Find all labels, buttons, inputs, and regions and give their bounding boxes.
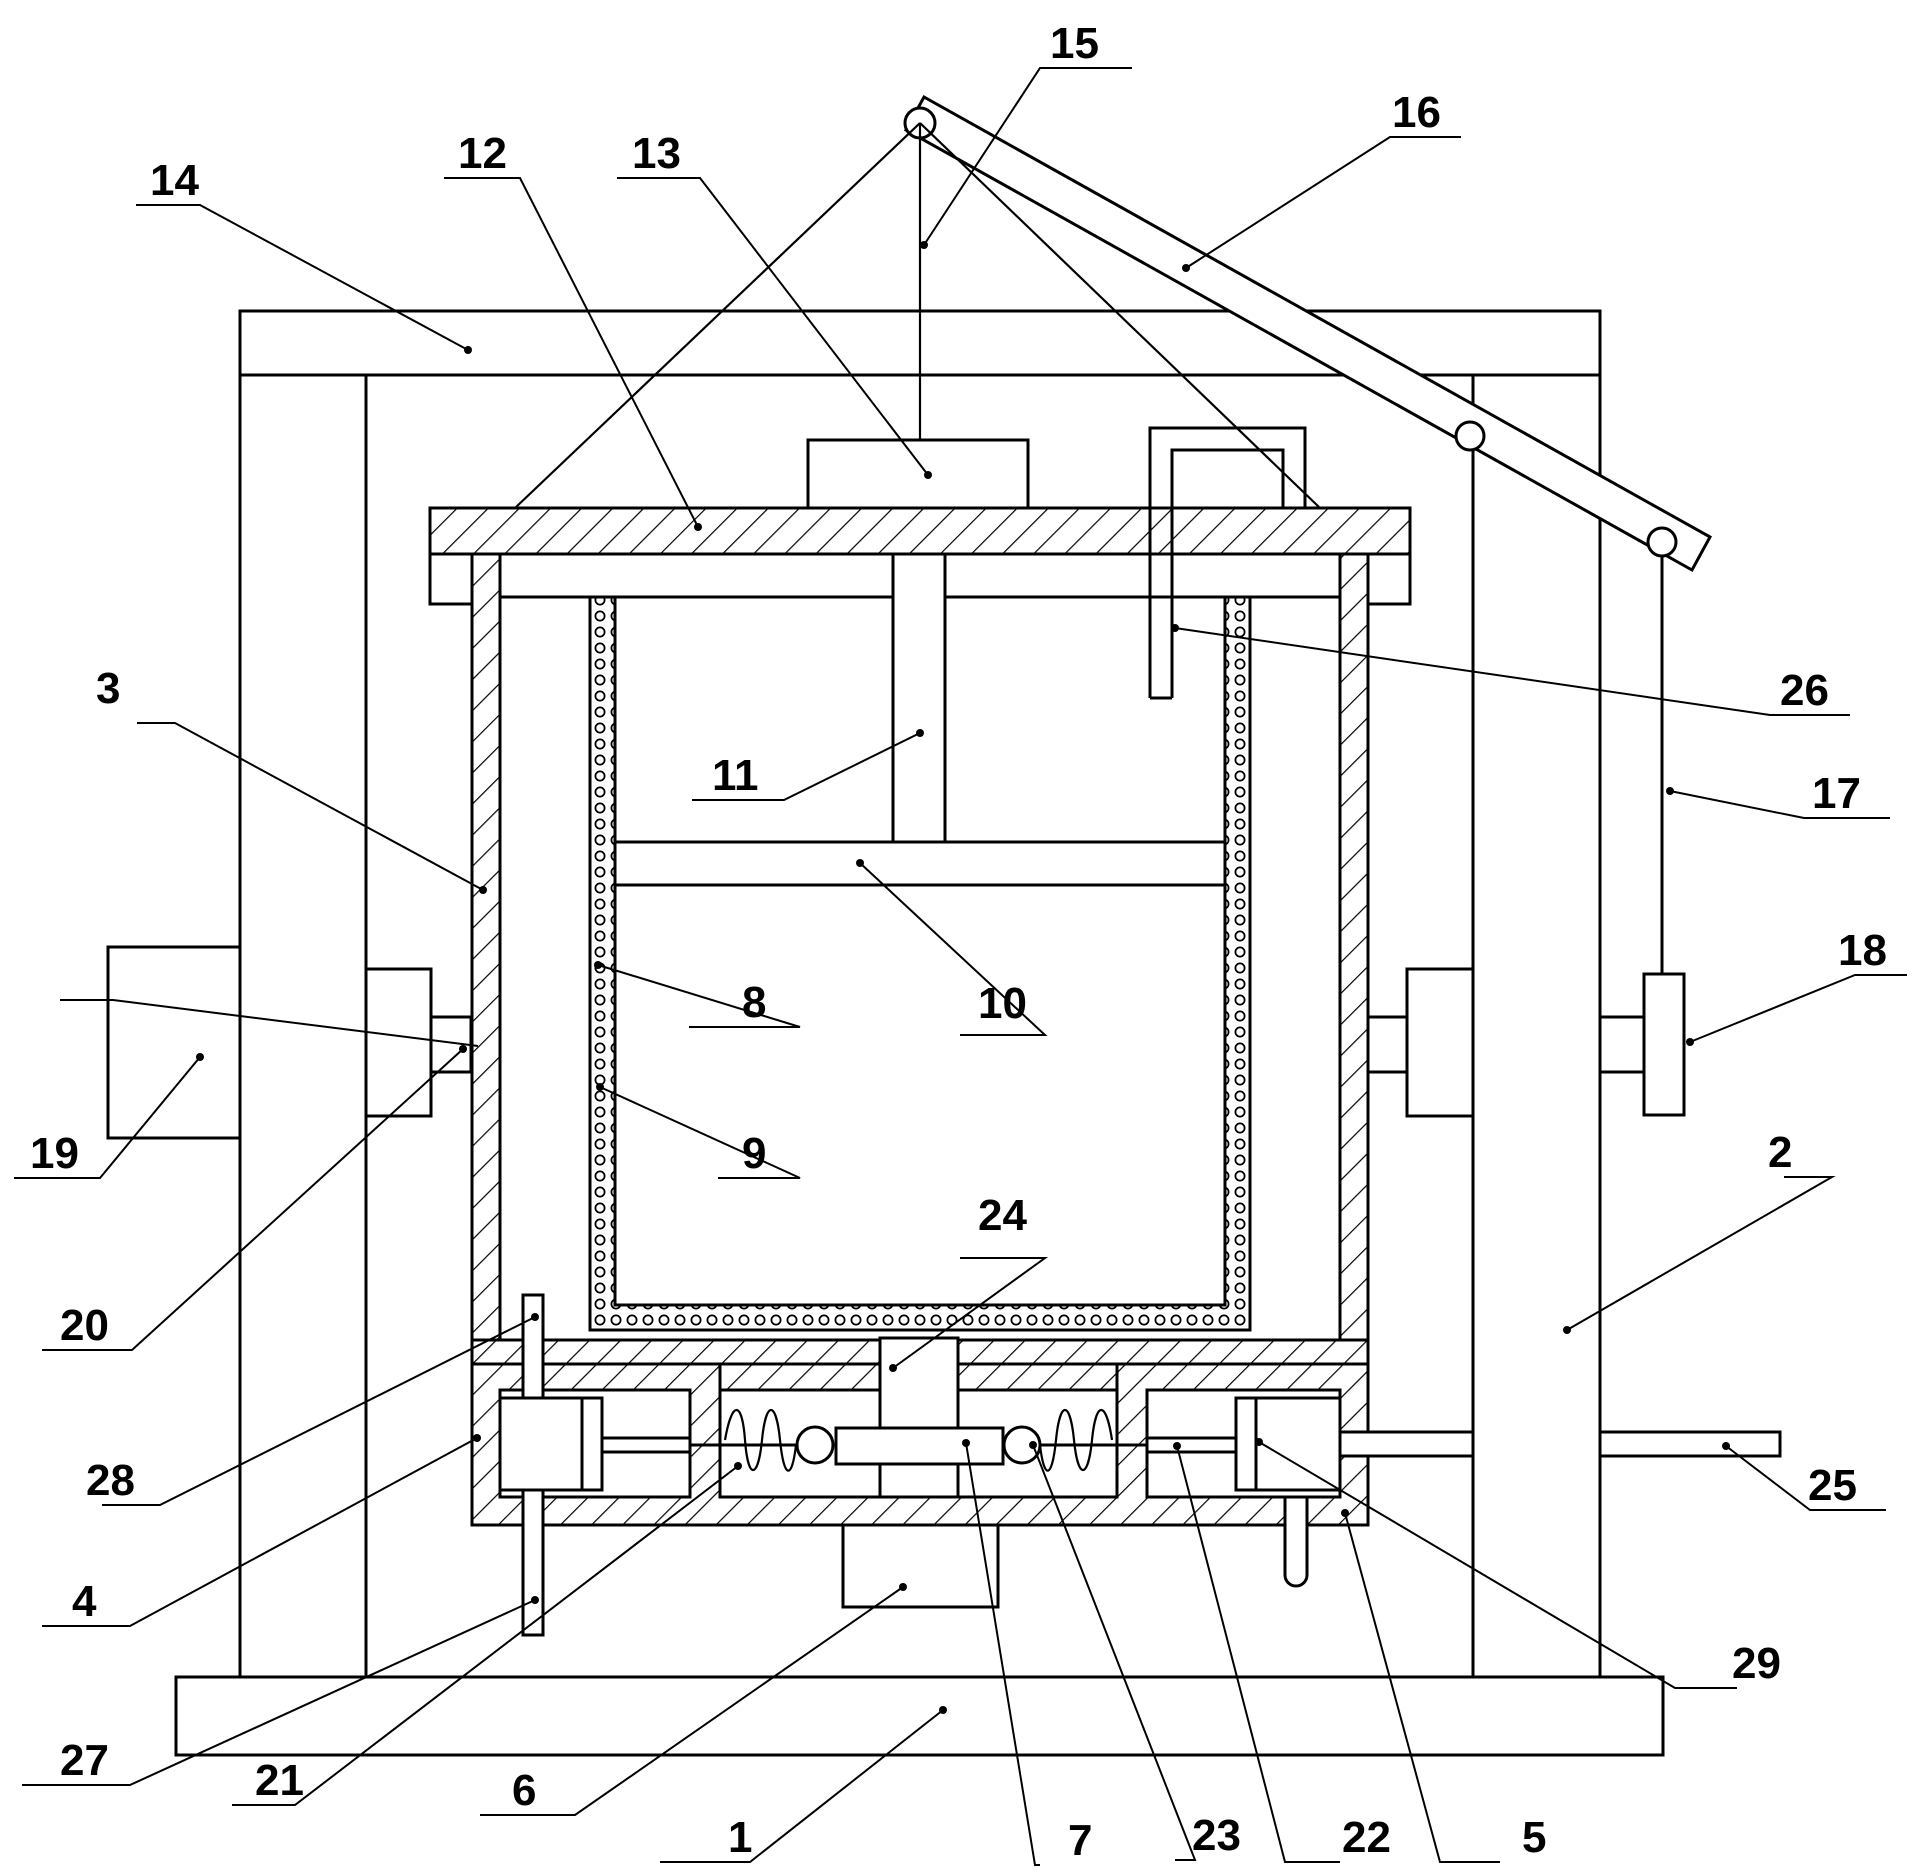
label-14: 14: [150, 156, 199, 205]
spring-left: [723, 1408, 798, 1472]
leader-lines: [14, 67, 1907, 1866]
label-10: 10: [978, 979, 1027, 1028]
reference-labels: 19 20 3 28 4 27 21 6 1 7 23 22 5 29 25 2…: [30, 19, 1887, 1865]
side-box-19: [106, 945, 242, 1140]
label-20: 20: [60, 1301, 109, 1350]
label-3: 3: [96, 664, 120, 713]
label-17: 17: [1812, 769, 1861, 818]
label-15: 15: [1050, 19, 1099, 68]
cam: [878, 1336, 960, 1430]
clamp-18: [1598, 972, 1686, 1117]
lever-arm: [903, 94, 1713, 573]
bottom-housing: [470, 1362, 1370, 1527]
ball-left: [795, 1425, 835, 1465]
pin-right: [1283, 1495, 1309, 1588]
left-slider: [498, 1396, 690, 1492]
motor: [806, 438, 1030, 510]
right-bracket: [1366, 967, 1475, 1118]
pipe: [1148, 426, 1307, 698]
spring-right: [1038, 1408, 1114, 1472]
label-24: 24: [978, 1191, 1027, 1240]
label-22: 22: [1342, 1813, 1391, 1862]
leader-dots: [196, 241, 1730, 1714]
label-23: 23: [1192, 1811, 1241, 1860]
label-21: 21: [255, 1756, 304, 1805]
label-1: 1: [728, 1813, 752, 1862]
right-slider: [1147, 1396, 1342, 1492]
label-5: 5: [1522, 1813, 1546, 1862]
label-13: 13: [632, 129, 681, 178]
label-8: 8: [742, 978, 766, 1027]
label-16: 16: [1392, 88, 1441, 137]
label-25: 25: [1808, 1461, 1857, 1510]
label-18: 18: [1838, 926, 1887, 975]
label-7: 7: [1068, 1816, 1092, 1865]
left-bracket: [364, 967, 473, 1118]
label-29: 29: [1732, 1639, 1781, 1688]
label-12: 12: [458, 129, 507, 178]
slide-block: [834, 1426, 1005, 1466]
label-2: 2: [1768, 1128, 1792, 1177]
label-28: 28: [86, 1456, 135, 1505]
lid: [428, 506, 1412, 606]
frame: [238, 373, 1602, 1679]
label-4: 4: [72, 1577, 97, 1626]
label-11: 11: [712, 751, 759, 800]
bottom-motor: [841, 1523, 1000, 1609]
label-9: 9: [742, 1129, 766, 1178]
label-27: 27: [60, 1736, 109, 1785]
shaft: [891, 552, 947, 844]
rod-25: [1338, 1430, 1782, 1458]
stirring-plate: [613, 840, 1227, 887]
label-6: 6: [512, 1766, 536, 1815]
label-26: 26: [1780, 666, 1829, 715]
label-19: 19: [30, 1129, 79, 1178]
base-plate: [174, 1675, 1665, 1757]
